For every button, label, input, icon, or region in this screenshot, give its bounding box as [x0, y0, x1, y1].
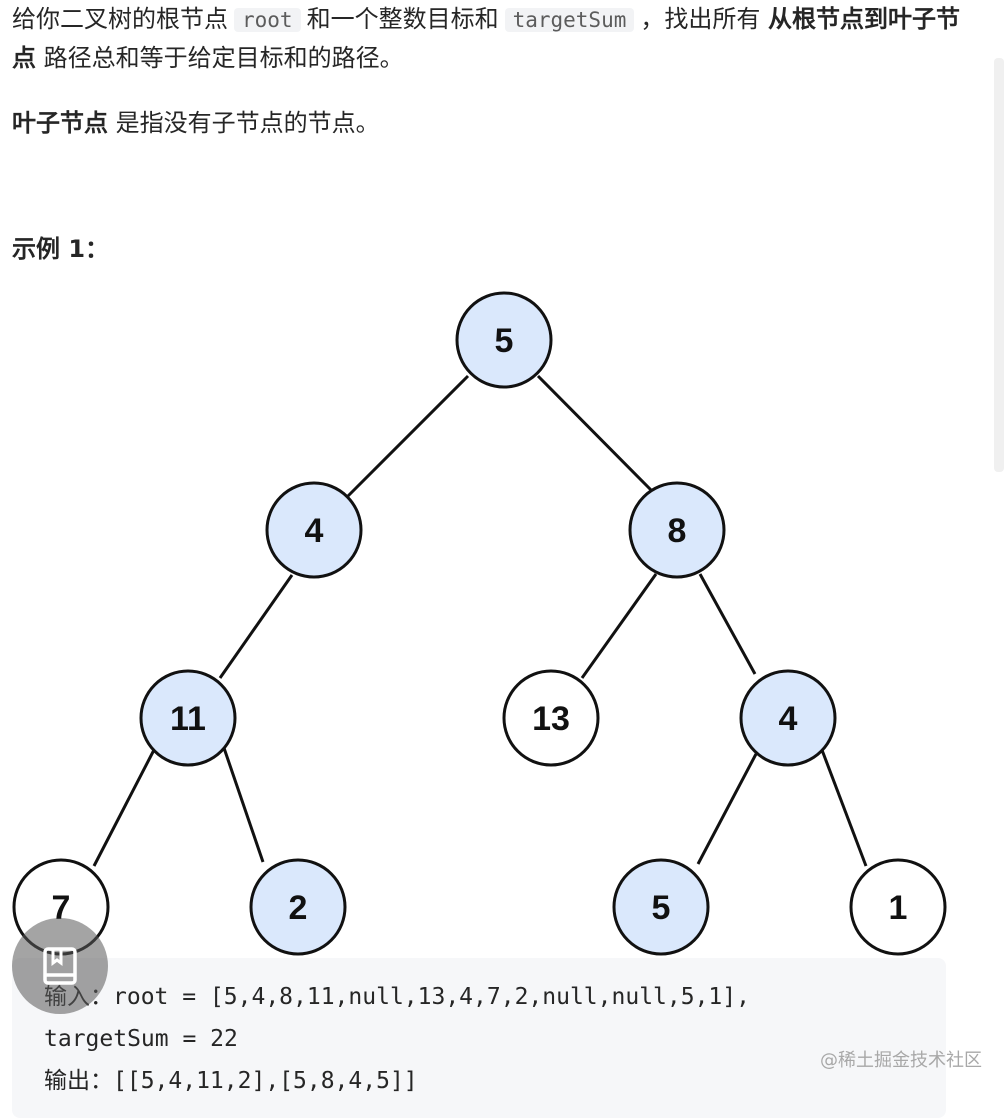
scrollbar[interactable] — [994, 58, 1004, 472]
tree-edges — [92, 374, 868, 867]
node-circle — [265, 481, 363, 579]
example-input-line: targetSum = 22 — [44, 1026, 238, 1052]
node-circle — [139, 669, 237, 767]
edge-8-4 — [698, 573, 757, 675]
book-icon — [43, 947, 77, 985]
edge-11-2 — [222, 747, 265, 863]
tree-node: 13 — [502, 669, 600, 767]
example-code-block — [12, 958, 946, 1118]
text-fragment: 路径总和等于给定目标和的路径。 — [43, 44, 404, 72]
tree-node: 8 — [628, 481, 726, 579]
leaf-definition: 叶子节点 是指没有子节点的节点。 — [12, 104, 380, 142]
edge-4-5 — [696, 753, 758, 865]
reader-button[interactable] — [12, 918, 108, 1014]
bold-root-to-leaf: 从根节点到叶子节点 — [12, 5, 961, 72]
node-label: 5 — [652, 889, 671, 927]
node-label: 2 — [289, 889, 308, 927]
example-output-line: 输出：[[5,4,11,2],[5,8,4,5]] — [44, 1068, 418, 1094]
binary-tree-diagram: 5 4 8 11 13 4 7 2 — [12, 291, 947, 956]
tree-node: 5 — [455, 291, 553, 389]
node-label: 5 — [495, 322, 514, 360]
edge-8-13 — [580, 573, 658, 679]
node-label: 1 — [889, 889, 908, 927]
tree-node: 2 — [249, 858, 347, 956]
node-label: 11 — [170, 700, 206, 738]
tree-node: 1 — [849, 858, 947, 956]
tree-node: 4 — [739, 669, 837, 767]
tree-nodes: 5 4 8 11 13 4 7 2 — [12, 291, 947, 956]
node-label: 7 — [52, 889, 71, 927]
node-circle — [628, 481, 726, 579]
bold-leaf-node: 叶子节点 — [12, 109, 108, 137]
tree-node: 5 — [612, 858, 710, 956]
node-label: 13 — [532, 700, 570, 738]
edge-4-1 — [820, 749, 868, 867]
example-title: 示例 1： — [12, 235, 110, 263]
edge-4-11 — [218, 574, 294, 679]
node-circle — [502, 669, 600, 767]
edge-5-4 — [346, 374, 470, 498]
node-circle — [455, 291, 553, 389]
text-fragment: 给你二叉树的根节点 — [12, 5, 228, 33]
code-root: root — [234, 8, 301, 32]
node-circle — [739, 669, 837, 767]
text-fragment: ，找出所有 — [640, 5, 761, 33]
watermark: @稀土掘金技术社区 — [820, 1050, 982, 1071]
node-label: 4 — [779, 700, 798, 738]
node-label: 4 — [305, 512, 324, 550]
tree-node: 11 — [139, 669, 237, 767]
text-fragment: 是指没有子节点的节点。 — [115, 109, 380, 137]
tree-node: 4 — [265, 481, 363, 579]
text-fragment: 和一个整数目标和 — [306, 5, 499, 33]
example-input-line: 输入：root = [5,4,8,11,null,13,4,7,2,null,n… — [44, 984, 750, 1010]
node-circle — [249, 858, 347, 956]
code-targetsum: targetSum — [504, 8, 635, 32]
edge-5-8 — [536, 374, 657, 496]
edge-11-7 — [92, 745, 158, 867]
node-circle — [849, 858, 947, 956]
node-label: 8 — [668, 512, 687, 550]
node-circle — [612, 858, 710, 956]
